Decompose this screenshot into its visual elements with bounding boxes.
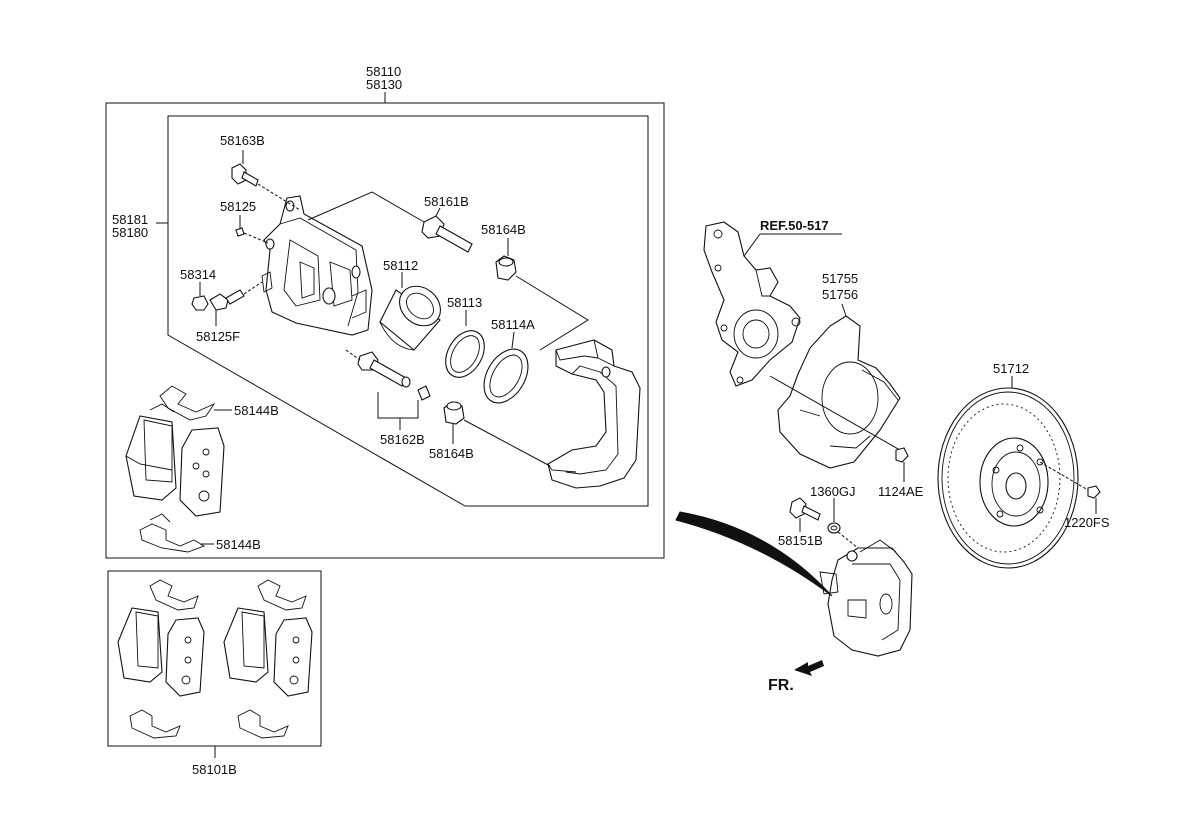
label-58181: 58181: [112, 212, 148, 227]
dust-shield: [777, 315, 901, 469]
screw-58125f: [209, 289, 245, 311]
washer-1360gj: [827, 522, 841, 534]
label-51712: 51712: [993, 361, 1029, 376]
label-58144b-bottom: 58144B: [216, 537, 261, 552]
boot-58164b-top: [495, 255, 517, 281]
piston-58112: [379, 285, 441, 351]
cap-58314: [191, 295, 209, 311]
front-arrow-icon: [794, 660, 824, 676]
guide-pin-58161b: [421, 215, 473, 253]
pad-kit-58101b: [117, 579, 313, 739]
label-ref-50-517: REF.50-517: [760, 218, 829, 233]
label-58180: 58180: [112, 225, 148, 240]
label-58112: 58112: [383, 258, 418, 273]
pin-58162b: [357, 351, 431, 401]
label-58164b-bottom: 58164B: [429, 446, 474, 461]
seal-58113: [445, 330, 485, 378]
brake-disc-51712: [937, 387, 1079, 569]
steering-knuckle: [703, 221, 801, 387]
label-58114a: 58114A: [491, 317, 535, 332]
label-58164b-top: 58164B: [481, 222, 526, 237]
label-58130: 58130: [366, 77, 402, 92]
label-58113: 58113: [447, 295, 482, 310]
label-58163b: 58163B: [220, 133, 265, 148]
boot-58164b-bottom: [443, 401, 465, 425]
caliper-assembled: [819, 539, 913, 657]
label-51755: 51755: [822, 271, 858, 286]
boot-58114a: [483, 348, 529, 404]
label-58161b: 58161B: [424, 194, 469, 209]
label-1220fs: 1220FS: [1064, 515, 1110, 530]
pad-clip-upper: [149, 385, 216, 421]
label-fr: FR.: [768, 677, 794, 694]
label-58125f: 58125F: [196, 329, 240, 344]
pad-clip-lower: [139, 513, 206, 553]
brake-pad-inner: [125, 415, 177, 501]
bleeder-58125: [235, 227, 245, 237]
label-58101b: 58101B: [192, 762, 237, 777]
label-1124ae: 1124AE: [878, 484, 924, 499]
label-58125: 58125: [220, 199, 256, 214]
carrier-frame: [167, 115, 649, 507]
bolt-1124ae: [895, 447, 909, 463]
label-58314: 58314: [180, 267, 216, 282]
label-58151b: 58151B: [778, 533, 823, 548]
caliper-carrier: [547, 339, 641, 489]
caliper-housing: [261, 195, 373, 336]
screw-1220fs: [1087, 485, 1101, 499]
label-51756: 51756: [822, 287, 858, 302]
label-58110: 58110: [366, 64, 401, 79]
bolt-58163b: [231, 163, 259, 187]
label-58162b: 58162B: [380, 432, 425, 447]
label-1360gj: 1360GJ: [810, 484, 856, 499]
label-58144b-top: 58144B: [234, 403, 279, 418]
bolt-58151b: [789, 497, 821, 521]
assembly-arrow: [675, 511, 833, 597]
brake-pad-outer: [179, 427, 225, 517]
